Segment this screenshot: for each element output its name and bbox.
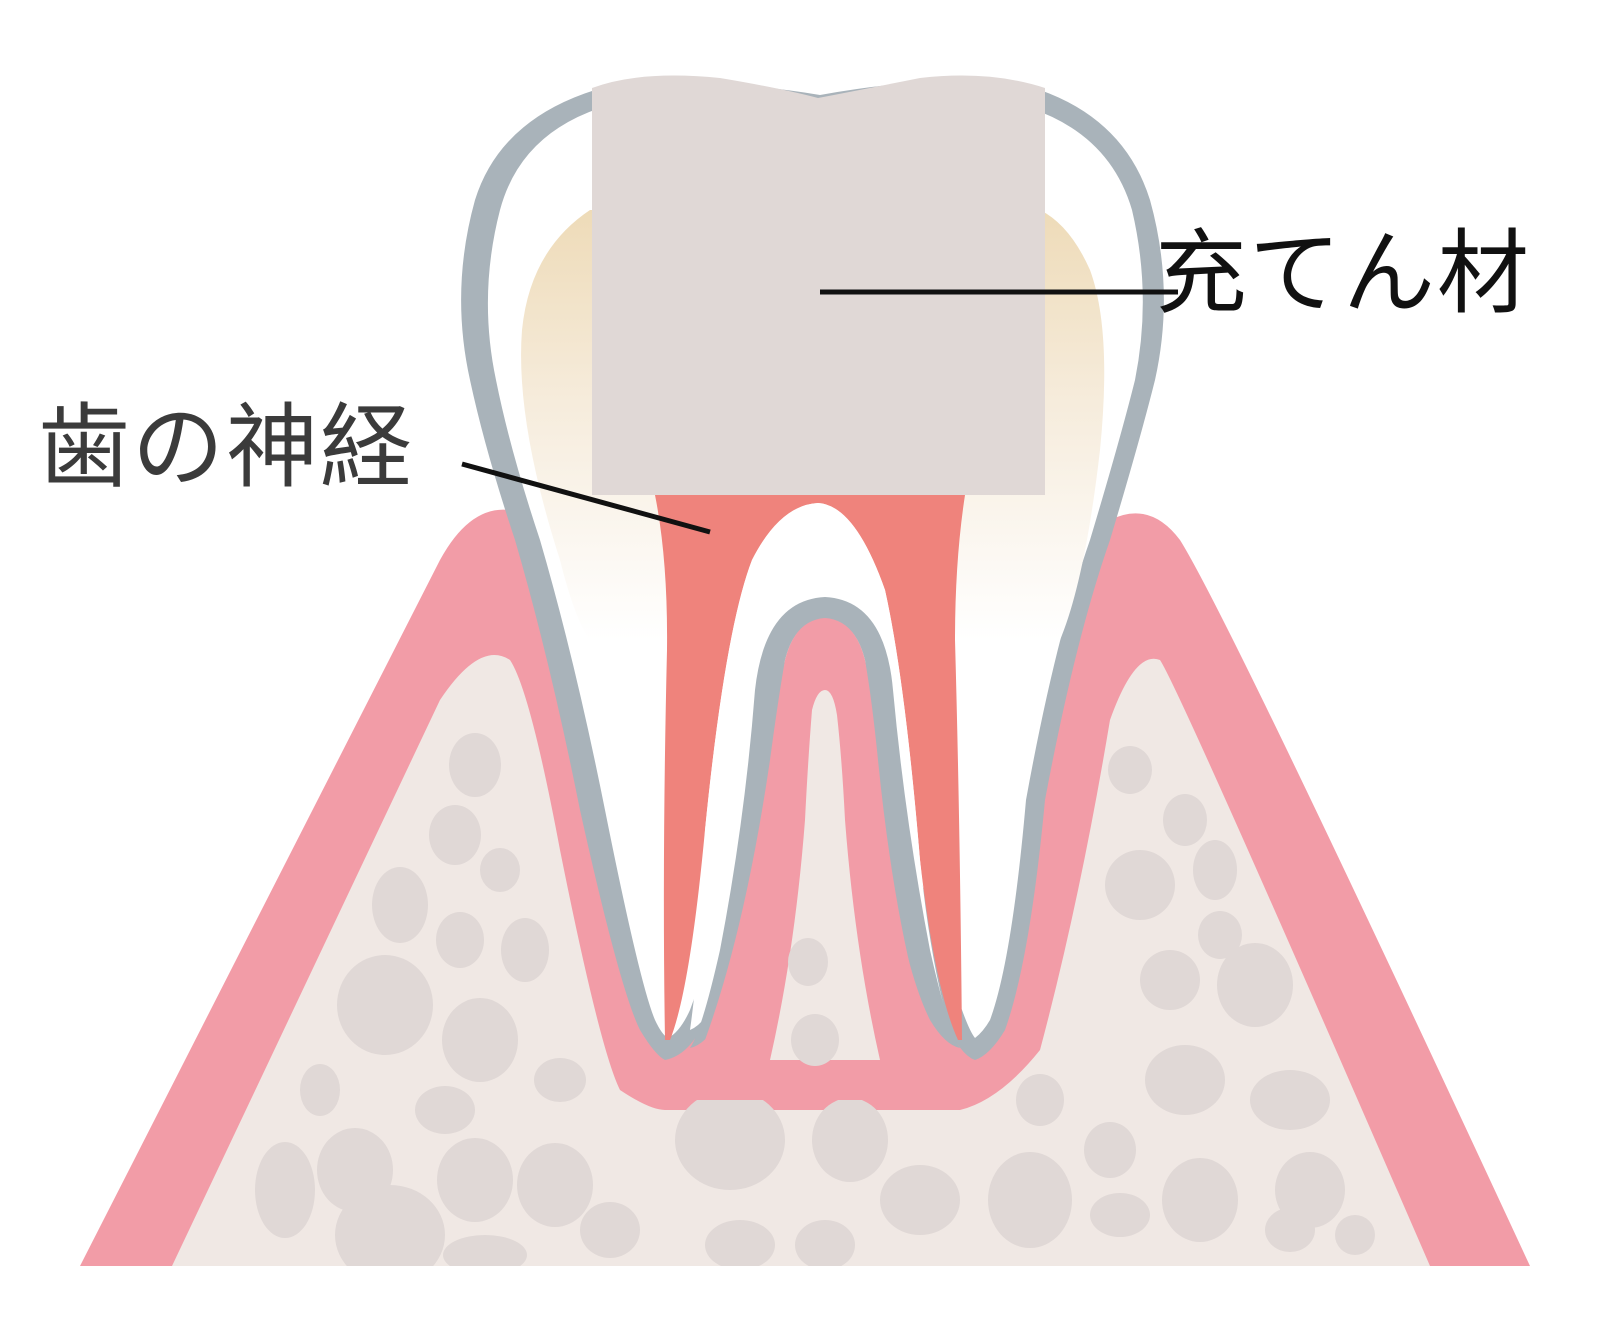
root-furcation: [690, 597, 960, 1048]
filling-material: [592, 75, 1045, 496]
leader-line-nerve: [461, 461, 711, 535]
pulp-inner-white: [690, 503, 950, 1030]
label-tooth-nerve: 歯の神経: [38, 394, 415, 501]
label-filling-material: 充てん材: [1155, 220, 1532, 327]
bone: [172, 655, 1430, 1266]
bone-cells: [255, 733, 1375, 1266]
pulp-nerve: [655, 495, 965, 1040]
